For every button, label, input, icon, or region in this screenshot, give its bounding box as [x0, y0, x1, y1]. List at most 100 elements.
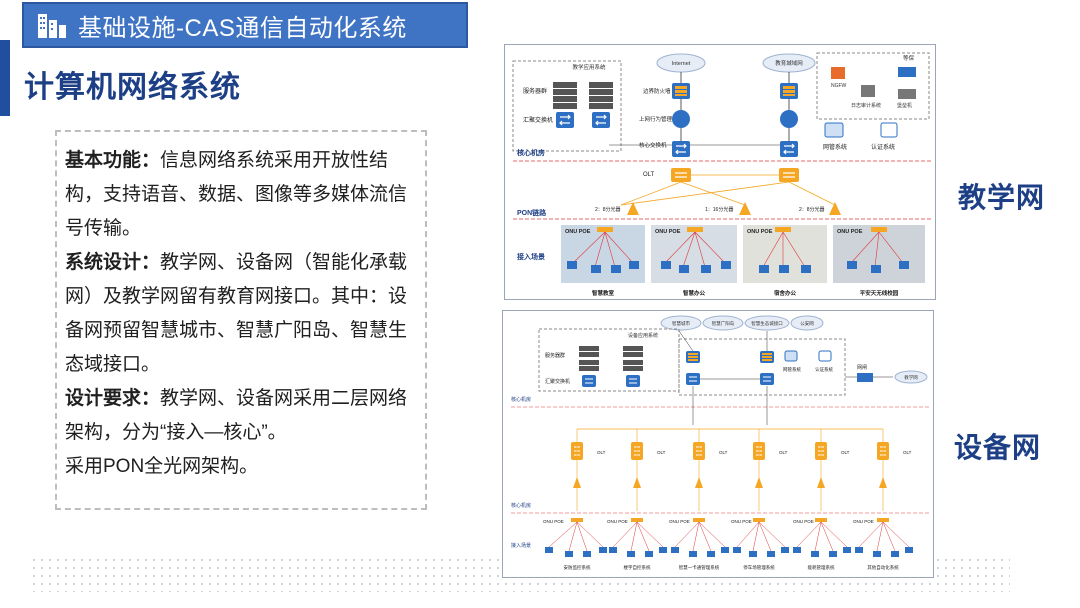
onu-label: ONU POE: [543, 519, 564, 524]
cloud-label: 智慧广阳岛: [712, 320, 735, 327]
audit-label: 日志审计系统: [851, 102, 881, 109]
desc-term: 设计要求：: [65, 388, 161, 409]
server-icon: [623, 346, 643, 357]
server-icon: [589, 96, 613, 109]
auth-label: 认证系统: [815, 366, 833, 373]
onu-label: ONU POE: [607, 519, 628, 524]
teaching-network-label: 教学网: [958, 182, 1046, 213]
splitter-icon: [739, 202, 751, 215]
servers-label: 服务器群: [545, 352, 565, 359]
nms-label: 网管系统: [783, 366, 801, 373]
servers-label: 服务器群: [523, 87, 547, 95]
page-title: 计算机网络系统: [24, 71, 241, 104]
device-network-svg: 智慧城市 智慧广阳岛 智慧生态城接口 公安网 设备应用系统 服务器群 汇聚交换机…: [511, 315, 929, 571]
nms-label: 网管系统: [823, 143, 847, 151]
section-title-bar: 基础设施-CAS通信自动化系统: [22, 2, 468, 48]
desc-paragraph: 基本功能：信息网络系统采用开放性结构，支持语音、数据、图像等多媒体流信号传输。: [65, 144, 415, 246]
desc-text: 教学网、设备网采用二层网络架构，分为“接入—核心”。: [65, 388, 408, 443]
onu-label: ONU POE: [669, 519, 690, 524]
scene-label: 智慧教室: [592, 289, 615, 297]
server-box-title: 设备应用系统: [628, 332, 658, 339]
security-box-title: 等保: [903, 54, 915, 62]
description-box: 基本功能：信息网络系统采用开放性结构，支持语音、数据、图像等多媒体流信号传输。 …: [55, 130, 427, 510]
gateway-label: 网闸: [857, 364, 867, 371]
olt-label: OLT: [779, 450, 788, 455]
switch-icon: [555, 111, 575, 129]
desc-paragraph: 采用PON全光网架构。: [65, 450, 415, 484]
splitter-group: [573, 477, 887, 488]
desc-term: 基本功能：: [65, 150, 161, 171]
firewall-icon: [686, 351, 700, 363]
olt-label: OLT: [903, 450, 912, 455]
onu-label: ONU POE: [731, 519, 752, 524]
olt-icon: [778, 167, 800, 183]
olt-label: OLT: [643, 172, 655, 178]
server-icon: [579, 346, 599, 357]
olt-label: OLT: [597, 450, 606, 455]
server-icon: [553, 96, 577, 109]
desc-text: 教学网、设备网（智能化承载网）及教学网留有教育网接口。其中：设备网预留智慧城市、…: [65, 252, 408, 375]
core-switch-icon: [759, 372, 775, 386]
scene-label: 能耗管理系统: [808, 564, 835, 571]
access-room-label: 核心机房: [511, 502, 531, 509]
teaching-network-svg: 教学应用系统 服务器群 汇聚交换机 Internet 教育城域网 边界防火墙 上…: [512, 52, 931, 297]
olt-label: OLT: [719, 450, 728, 455]
access-label: 接入场景: [511, 542, 531, 549]
server-icon: [553, 82, 577, 95]
scene-label: 智慧办公: [683, 289, 706, 297]
scene-label: 楼宇自控系统: [624, 564, 651, 571]
switch-icon: [591, 111, 611, 129]
server-icon: [623, 360, 643, 371]
desc-paragraph: 系统设计：教学网、设备网（智能化承载网）及教学网留有教育网接口。其中：设备网预留…: [65, 246, 415, 382]
teaching-network-diagram: 教学应用系统 服务器群 汇聚交换机 Internet 教育城域网 边界防火墙 上…: [504, 44, 936, 300]
server-icon: [589, 82, 613, 95]
switch-icon: [581, 374, 597, 388]
cloud-label: 公安网: [800, 320, 814, 327]
core-switch-icon: [671, 140, 691, 158]
desc-text: 信息网络系统采用开放性结构，支持语音、数据、图像等多媒体流信号传输。: [65, 150, 408, 239]
olt-label: OLT: [841, 450, 850, 455]
edu-network-label: 教学网: [904, 374, 918, 381]
onu-label: ONU POE: [837, 229, 863, 235]
device-network-diagram: 智慧城市 智慧广阳岛 智慧生态城接口 公安网 设备应用系统 服务器群 汇聚交换机…: [502, 310, 934, 578]
desc-term: 系统设计：: [65, 252, 161, 273]
device-network-label: 设备网: [954, 432, 1042, 463]
behavior-label: 上网行为管理: [639, 115, 673, 123]
cloud-label: 智慧生态城接口: [751, 320, 783, 327]
core-switch-label: 核心交换机: [639, 141, 667, 149]
splitter-label: 1：16分光器: [705, 206, 733, 213]
firewall-icon: [760, 351, 774, 363]
building-icon: [38, 14, 66, 38]
server-box-title: 教学应用系统: [572, 63, 606, 71]
agg-switch-label: 汇聚交换机: [545, 378, 570, 385]
cloud-label: 智慧城市: [672, 320, 690, 327]
onu-label: ONU POE: [565, 229, 591, 235]
pon-label: PON链路: [517, 208, 547, 217]
core-switch-icon: [779, 140, 799, 158]
endpoint-icons: [545, 547, 913, 557]
firewall-label: 边界防火墙: [643, 87, 671, 95]
scene-label: 平安天无线校园: [860, 289, 899, 297]
access-label: 接入场景: [517, 252, 545, 261]
cloud-label: Internet: [672, 61, 691, 67]
splitter-label: 2：8分光器: [799, 206, 825, 213]
ngfw-label: NGFW: [831, 83, 847, 89]
core-room-label: 核心机房: [517, 148, 545, 157]
scene-label: 停车场管理系统: [743, 564, 775, 571]
cloud-label: 教育城域网: [775, 59, 803, 67]
core-room-label: 核心机房: [511, 396, 531, 403]
scene-label: 安防监控系统: [564, 564, 591, 571]
olt-label: OLT: [657, 450, 666, 455]
server-icon: [579, 360, 599, 371]
olt-icon: [670, 167, 692, 183]
accent-bar: [0, 40, 10, 116]
firewall-icon: [780, 83, 798, 99]
section-title: 基础设施-CAS通信自动化系统: [78, 14, 407, 42]
splitter-label: 2：8分光器: [595, 206, 621, 213]
fortress-label: 堡垒机: [897, 102, 912, 109]
agg-switch-label: 汇聚交换机: [523, 116, 553, 124]
firewall-icon: [672, 83, 690, 99]
auth-label: 认证系统: [871, 143, 895, 151]
desc-text: 采用PON全光网架构。: [65, 456, 259, 477]
scene-label: 宿舍办公: [774, 289, 797, 297]
